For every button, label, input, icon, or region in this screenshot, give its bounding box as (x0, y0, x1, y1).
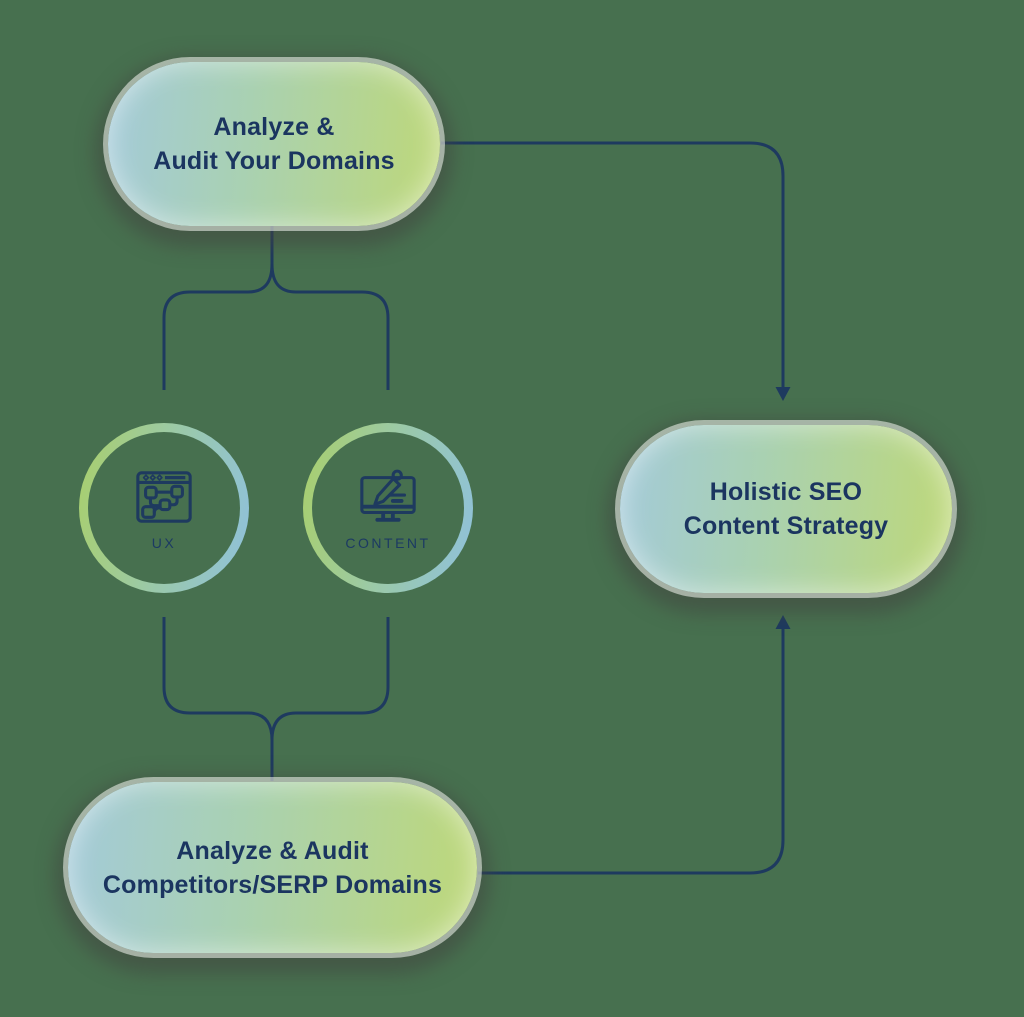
badge-ux-label: UX (151, 534, 177, 551)
connector-content-to-bottom (270, 617, 390, 741)
monitor-pencil-icon (360, 469, 416, 522)
badge-content-content: CONTENT (312, 432, 464, 584)
connector-bottom-to-right (478, 627, 785, 875)
node-label-line: Analyze & Audit (176, 836, 369, 865)
node-label-line: Audit Your Domains (153, 147, 395, 175)
node-label-line: Competitors/SERP Domains (102, 870, 443, 899)
badge-content: CONTENT (303, 423, 473, 593)
connector-ux-to-bottom (162, 617, 274, 781)
arrowhead-up-icon (775, 615, 791, 629)
badge-ux-content: UX (88, 432, 240, 584)
sitemap-browser-icon (136, 470, 192, 523)
arrowhead-down-icon (775, 387, 791, 401)
node-label-line: Content Strategy (683, 512, 889, 540)
node-label: Analyze & Audit Your Domains (153, 110, 395, 178)
node-label: Holistic SEO Content Strategy (684, 475, 889, 543)
node-holistic-seo-content-strategy: Holistic SEO Content Strategy (620, 425, 952, 593)
node-label: Analyze & Audit Competitors/SERP Domains (103, 834, 442, 902)
badge-ux: UX (79, 423, 249, 593)
node-label-line: Analyze & (213, 113, 335, 141)
badge-content-label: CONTENT (345, 534, 431, 551)
connector-top-to-right (441, 141, 785, 389)
node-analyze-audit-your-domains: Analyze & Audit Your Domains (108, 62, 440, 226)
connector-top-to-ux (162, 263, 274, 390)
connector-top-to-content (270, 263, 390, 390)
node-analyze-audit-competitors-serp-domains: Analyze & Audit Competitors/SERP Domains (68, 782, 477, 953)
node-label-line: Holistic SEO (709, 478, 863, 506)
